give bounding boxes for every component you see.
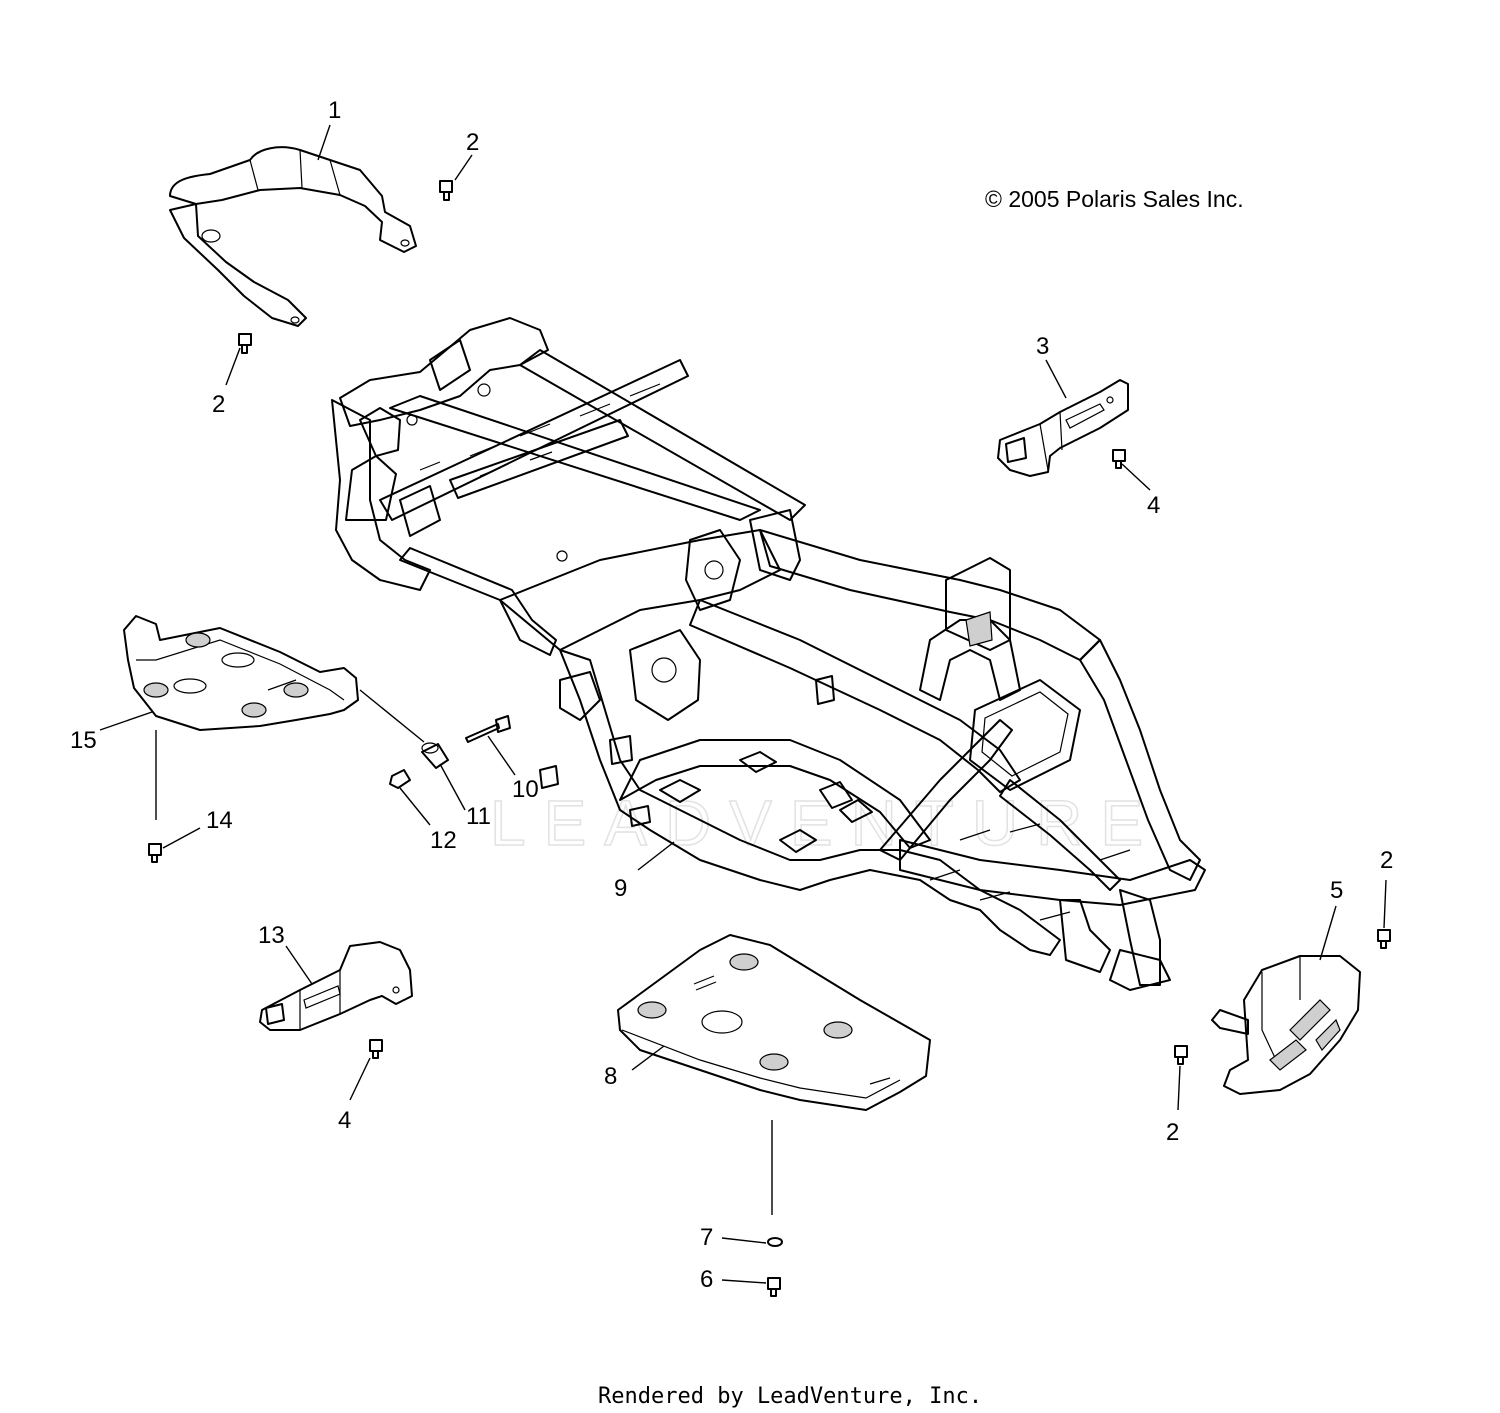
callout-1: 1 — [328, 97, 341, 124]
part-3-right-footrest-bracket[interactable] — [997, 379, 1129, 477]
callout-4-right: 4 — [1147, 492, 1160, 519]
callout-12: 12 — [430, 827, 457, 854]
part-10-long-bolt[interactable] — [465, 715, 511, 743]
callout-2-bumper-left: 2 — [1166, 1119, 1179, 1146]
part-2-bolt-bumper-right[interactable] — [1377, 929, 1391, 949]
part-5-rear-bumper[interactable] — [1211, 955, 1361, 1095]
footer-credit: Rendered by LeadVenture, Inc. — [598, 1384, 982, 1409]
part-12-nut[interactable] — [389, 769, 411, 789]
callout-8: 8 — [604, 1063, 617, 1090]
callout-4-left: 4 — [338, 1107, 351, 1134]
callout-7: 7 — [700, 1224, 713, 1251]
callout-10: 10 — [512, 776, 539, 803]
part-1-rear-grab-bar[interactable] — [169, 146, 417, 327]
part-4-bolt-left[interactable] — [369, 1039, 383, 1059]
leader-lines — [99, 124, 1387, 1284]
part-8-center-skid-plate[interactable] — [617, 934, 931, 1111]
callout-14: 14 — [206, 807, 233, 834]
part-9-main-frame[interactable] — [331, 317, 1206, 991]
callout-9: 9 — [614, 875, 627, 902]
part-6-bolt[interactable] — [767, 1277, 781, 1297]
part-13-left-footrest-bracket[interactable] — [259, 941, 413, 1031]
callout-3: 3 — [1036, 333, 1049, 360]
part-2-bolt-top-left[interactable] — [238, 333, 252, 354]
part-11-spacer[interactable] — [421, 742, 449, 769]
callout-5: 5 — [1330, 877, 1343, 904]
part-15-left-skid-plate[interactable] — [123, 615, 359, 731]
callout-2-top-left: 2 — [212, 391, 225, 418]
callout-13: 13 — [258, 922, 285, 949]
callout-11: 11 — [466, 803, 491, 830]
part-7-washer[interactable] — [767, 1237, 783, 1247]
callout-15: 15 — [70, 727, 97, 754]
part-4-bolt-right[interactable] — [1112, 449, 1126, 469]
copyright-text: © 2005 Polaris Sales Inc. — [985, 186, 1244, 212]
callout-2-bumper-right: 2 — [1380, 847, 1393, 874]
callout-labels: 1 2 2 3 4 15 14 10 11 12 9 13 4 8 7 6 5 … — [70, 97, 1393, 1293]
callout-2-top-right: 2 — [466, 129, 479, 156]
callout-6: 6 — [700, 1266, 713, 1293]
part-2-bolt-top-right[interactable] — [439, 180, 453, 201]
part-2-bolt-bumper-left[interactable] — [1174, 1045, 1188, 1065]
part-14-bolt[interactable] — [148, 843, 162, 863]
